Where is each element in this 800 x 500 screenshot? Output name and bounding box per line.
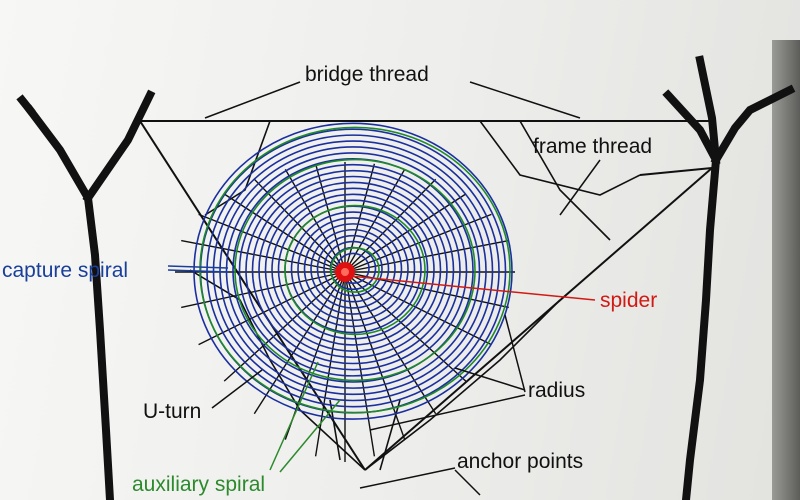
bridge-pointer-left	[204, 81, 301, 119]
anchor-points-label: anchor points	[457, 450, 584, 473]
capture-spiral-ring	[251, 175, 455, 365]
auxiliary-spiral-ring	[199, 126, 511, 414]
auxiliary-spiral-ring	[284, 204, 426, 336]
auxiliary-spiral-label: auxiliary spiral	[132, 473, 266, 496]
board-edge-shadow	[772, 40, 800, 500]
auxiliary-pointer-lines	[269, 361, 341, 473]
spider-pointer	[349, 275, 596, 301]
capture-spiral-label: capture spiral	[2, 259, 129, 282]
frame-thread-right	[364, 167, 713, 471]
radius-pointer-3	[369, 394, 526, 431]
capture-spiral-ring	[297, 217, 409, 322]
capture-spiral-ring	[303, 223, 403, 315]
radius-pointer-1	[454, 367, 526, 391]
capture-spiral-ring	[258, 181, 448, 359]
anchor-line-right	[639, 167, 713, 176]
capture-spiral-ring	[316, 234, 390, 303]
auxiliary-spiral-ring	[234, 158, 476, 382]
frame-pointer	[559, 159, 601, 216]
capture-pointer-lines	[167, 265, 229, 273]
radius-line	[314, 271, 346, 457]
anchor-pointer-2	[454, 469, 481, 496]
capture-spiral-ring	[264, 187, 442, 352]
capture-spiral-ring	[238, 163, 468, 377]
capture-spiral-ring	[245, 169, 461, 371]
left-branch	[16, 89, 156, 500]
right-branch	[662, 55, 796, 500]
auxiliary-spiral-rings	[199, 126, 511, 414]
radius-pointer-2	[504, 314, 526, 393]
capture-spiral-ring	[277, 199, 429, 340]
radius-line	[181, 271, 346, 309]
frame-thread-label: frame thread	[533, 135, 653, 158]
spider-label: spider	[600, 289, 658, 312]
capture-spiral-ring	[290, 211, 416, 328]
bridge-pointer-right	[469, 81, 581, 119]
u-turn-label: U-turn	[143, 400, 202, 423]
frame-thread-left	[139, 120, 366, 471]
capture-spiral-ring	[310, 228, 396, 309]
capture-spiral-ring	[323, 240, 383, 297]
capture-spiral-ring	[219, 146, 487, 396]
auxiliary-spiral-ring	[330, 247, 380, 293]
spider-mark	[335, 262, 355, 282]
capture-spiral-ring	[232, 157, 474, 383]
pointer-lines	[204, 81, 601, 496]
radius-line	[223, 271, 346, 382]
frame-threads	[139, 120, 713, 471]
radius-line	[344, 271, 492, 346]
radius-line	[344, 178, 437, 273]
uturn-pointer	[211, 369, 263, 409]
bridge-thread-label: bridge thread	[305, 63, 429, 86]
radius-line	[223, 193, 346, 273]
radius-line	[344, 271, 376, 457]
capture-spiral-ring	[225, 152, 481, 389]
anchor-pointer-1	[359, 467, 456, 489]
radius-line	[344, 271, 406, 440]
radius-label: radius	[528, 379, 586, 402]
radius-line	[253, 178, 346, 273]
radius-line	[344, 168, 406, 273]
capture-spiral-ring	[271, 193, 435, 346]
